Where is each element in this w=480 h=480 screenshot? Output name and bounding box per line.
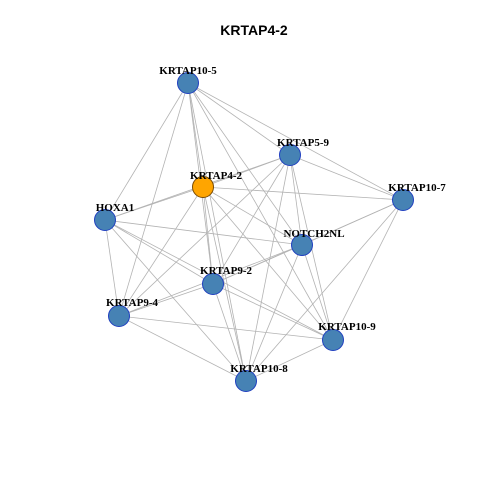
node-label-hoxa1: HOXA1: [96, 202, 135, 214]
edge-krtap9-2-krtap10-8: [212, 283, 247, 382]
edge-krtap4-2-krtap9-4: [118, 186, 204, 317]
edge-krtap10-7-krtap10-8: [245, 199, 404, 382]
node-label-krtap10-9: KRTAP10-9: [318, 321, 376, 333]
node-label-krtap10-7: KRTAP10-7: [388, 182, 446, 194]
edge-krtap10-5-krtap9-4: [118, 82, 189, 317]
node-krtap9-2: [202, 273, 224, 295]
edge-krtap9-2-krtap9-4: [118, 283, 214, 317]
node-hoxa1: [94, 209, 116, 231]
node-label-krtap5-9: KRTAP5-9: [277, 137, 329, 149]
edge-krtap4-2-krtap10-9: [202, 186, 334, 341]
edge-hoxa1-krtap9-4: [104, 219, 120, 317]
edge-krtap5-9-krtap9-2: [212, 154, 291, 285]
node-krtap4-2: [192, 176, 214, 198]
edge-krtap9-4-krtap10-8: [118, 315, 247, 382]
node-krtap10-9: [322, 329, 344, 351]
edge-krtap4-2-krtap10-8: [202, 186, 247, 382]
edge-krtap4-2-krtap9-2: [202, 186, 214, 285]
edge-layer: [104, 82, 404, 382]
node-label-notch2nl: NOTCH2NL: [283, 228, 344, 240]
edge-krtap10-5-notch2nl: [187, 82, 303, 246]
node-krtap10-7: [392, 189, 414, 211]
edge-hoxa1-krtap9-2: [104, 219, 214, 285]
node-notch2nl: [291, 234, 313, 256]
edge-krtap9-2-krtap10-9: [212, 283, 334, 341]
edge-hoxa1-krtap10-8: [104, 219, 247, 382]
node-label-krtap4-2: KRTAP4-2: [190, 170, 242, 182]
edge-notch2nl-krtap9-2: [212, 244, 303, 285]
node-label-krtap9-2: KRTAP9-2: [200, 265, 252, 277]
edge-krtap5-9-notch2nl: [289, 154, 303, 246]
node-label-krtap10-5: KRTAP10-5: [159, 65, 217, 77]
edge-krtap5-9-krtap10-7: [289, 154, 404, 201]
node-krtap5-9: [279, 144, 301, 166]
node-krtap9-4: [108, 305, 130, 327]
edge-krtap10-5-krtap5-9: [187, 82, 291, 156]
node-label-krtap10-8: KRTAP10-8: [230, 363, 288, 375]
edge-notch2nl-krtap10-8: [245, 244, 303, 382]
edge-krtap4-2-krtap10-7: [202, 186, 404, 201]
edge-krtap9-4-krtap10-9: [118, 315, 334, 341]
edge-krtap10-9-krtap10-8: [245, 339, 334, 382]
edge-notch2nl-krtap10-9: [301, 244, 334, 341]
edge-krtap4-2-hoxa1: [104, 186, 204, 221]
edge-krtap10-5-krtap10-7: [187, 82, 404, 201]
node-krtap10-5: [177, 72, 199, 94]
edge-hoxa1-notch2nl: [104, 219, 303, 246]
node-layer: [94, 72, 414, 392]
edge-krtap4-2-notch2nl: [202, 186, 303, 246]
edge-krtap5-9-krtap10-8: [245, 154, 291, 382]
node-krtap10-8: [235, 370, 257, 392]
edge-krtap10-5-krtap10-9: [187, 82, 334, 341]
edge-krtap10-7-krtap10-9: [332, 199, 404, 341]
node-label-krtap9-4: KRTAP9-4: [106, 297, 158, 309]
edge-krtap5-9-krtap9-4: [118, 154, 291, 317]
edge-krtap10-5-krtap10-8: [187, 82, 247, 382]
diagram-title: KRTAP4-2: [220, 22, 288, 38]
edge-krtap10-5-hoxa1: [104, 82, 189, 221]
label-layer: KRTAP10-5KRTAP5-9KRTAP4-2KRTAP10-7HOXA1N…: [96, 65, 446, 375]
